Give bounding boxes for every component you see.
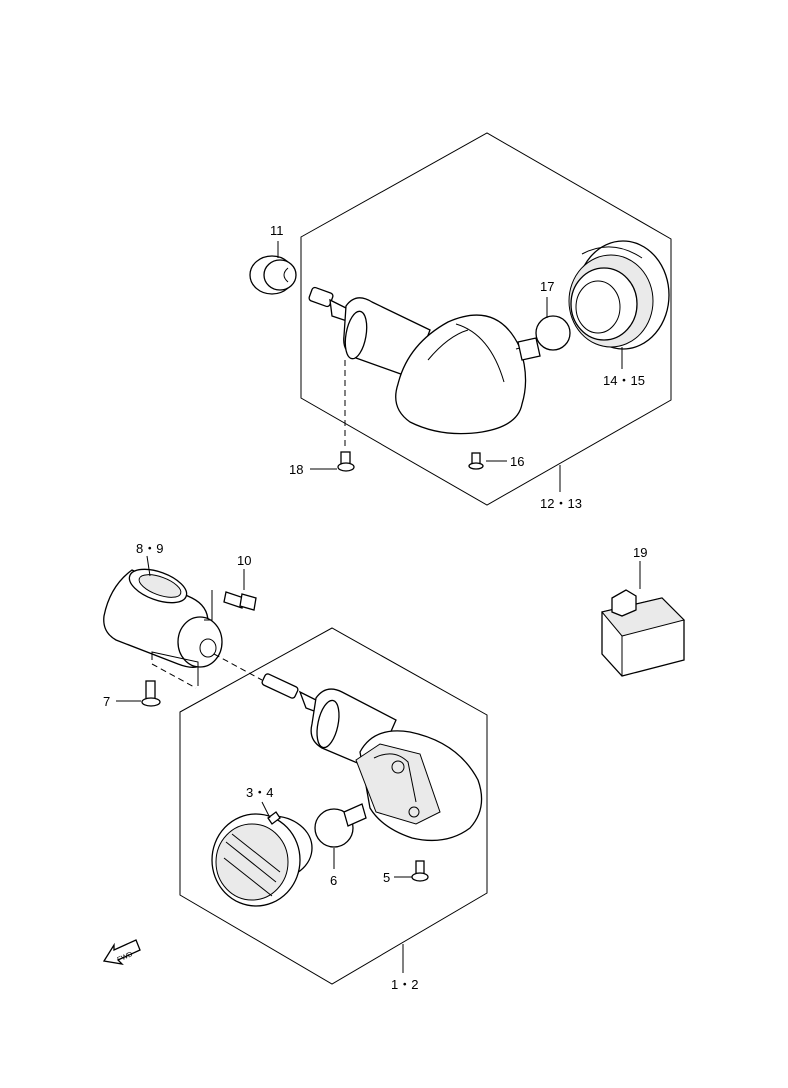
callout-5: 5 (383, 870, 390, 885)
fwd-arrow-icon: FWD (102, 939, 141, 965)
part-7-screw[interactable] (141, 680, 161, 707)
part-14-15-lens[interactable] (568, 240, 670, 350)
callout-18: 18 (289, 462, 303, 477)
part-19-relay[interactable] (601, 589, 685, 677)
stalk-dash-line (213, 653, 263, 681)
leader-8-9 (146, 555, 151, 577)
part-5-screw[interactable] (411, 860, 429, 882)
part-7-dash-line (151, 663, 197, 689)
part-19-relay-group: 19 (601, 545, 685, 677)
part-7-bracket-line (151, 651, 199, 686)
part-16-screw[interactable] (468, 452, 484, 470)
callout-3-4: 3・4 (246, 785, 273, 800)
rear-assembly-boundary (300, 132, 672, 506)
part-10-bolt[interactable] (223, 591, 257, 611)
callout-19: 19 (633, 545, 647, 560)
callout-16: 16 (510, 454, 524, 469)
bracket-bolt-bracket-line (204, 590, 213, 621)
front-assembly-boundary (179, 627, 488, 985)
callout-10: 10 (237, 553, 251, 568)
callout-7: 7 (103, 694, 110, 709)
callout-8-9: 8・9 (136, 541, 163, 556)
front-assembly-group: 3・4 6 5 1・2 (179, 627, 488, 992)
part-8-9-bracket[interactable] (103, 563, 223, 668)
callout-11: 11 (270, 223, 284, 238)
callout-1-2: 1・2 (391, 977, 418, 992)
bracket-group: 8・9 10 7 (103, 541, 263, 709)
part-11-grommet[interactable] (249, 255, 297, 295)
part-17-bulb[interactable] (515, 315, 571, 361)
callout-6: 6 (330, 873, 337, 888)
leader-3-4 (261, 801, 271, 819)
part-6-bulb[interactable] (314, 803, 367, 848)
part-18-screw[interactable] (337, 451, 355, 472)
callout-14-15: 14・15 (603, 373, 645, 388)
part-3-4-lens[interactable] (211, 811, 313, 907)
callout-12-13: 12・13 (540, 496, 582, 511)
part-rear-signal-housing (308, 286, 527, 435)
part-front-signal-housing (261, 673, 483, 842)
rear-assembly-group: 11 17 14・15 16 18 12・13 (249, 132, 672, 511)
callout-17: 17 (540, 279, 554, 294)
